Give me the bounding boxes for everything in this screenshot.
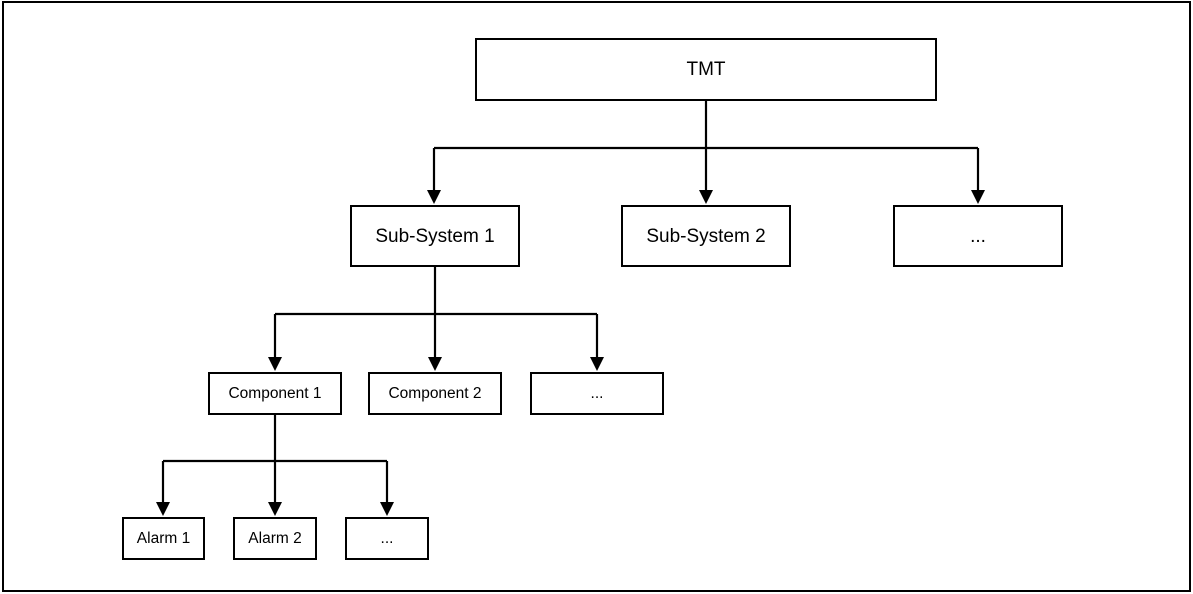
node-component-ellipsis-label: ... — [590, 384, 604, 402]
arrow-down-icon — [156, 502, 170, 516]
node-alarm-2-label: Alarm 2 — [248, 529, 302, 547]
node-component-2: Component 2 — [368, 372, 502, 415]
connector-subsystem1-to-components — [268, 267, 604, 371]
node-tmt: TMT — [475, 38, 937, 101]
arrow-down-icon — [380, 502, 394, 516]
node-alarm-ellipsis-label: ... — [380, 529, 394, 547]
arrow-down-icon — [428, 357, 442, 371]
node-alarm-1: Alarm 1 — [122, 517, 205, 560]
node-alarm-1-label: Alarm 1 — [136, 529, 191, 547]
node-subsystem-1: Sub-System 1 — [350, 205, 520, 267]
arrow-down-icon — [268, 357, 282, 371]
node-subsystem-1-label: Sub-System 1 — [375, 225, 495, 247]
node-component-1: Component 1 — [208, 372, 342, 415]
node-subsystem-2: Sub-System 2 — [621, 205, 791, 267]
node-subsystem-2-label: Sub-System 2 — [646, 225, 766, 247]
connector-tmt-to-subsystems — [427, 101, 985, 204]
node-alarm-2: Alarm 2 — [233, 517, 317, 560]
node-component-2-label: Component 2 — [388, 384, 482, 402]
arrow-down-icon — [427, 190, 441, 204]
node-alarm-ellipsis: ... — [345, 517, 429, 560]
arrow-down-icon — [268, 502, 282, 516]
arrow-down-icon — [590, 357, 604, 371]
node-component-ellipsis: ... — [530, 372, 664, 415]
node-tmt-label: TMT — [686, 59, 726, 80]
node-subsystem-ellipsis: ... — [893, 205, 1063, 267]
connector-component1-to-alarms — [156, 415, 394, 516]
node-subsystem-ellipsis-label: ... — [970, 225, 986, 247]
arrow-down-icon — [699, 190, 713, 204]
node-component-1-label: Component 1 — [228, 384, 322, 402]
arrow-down-icon — [971, 190, 985, 204]
